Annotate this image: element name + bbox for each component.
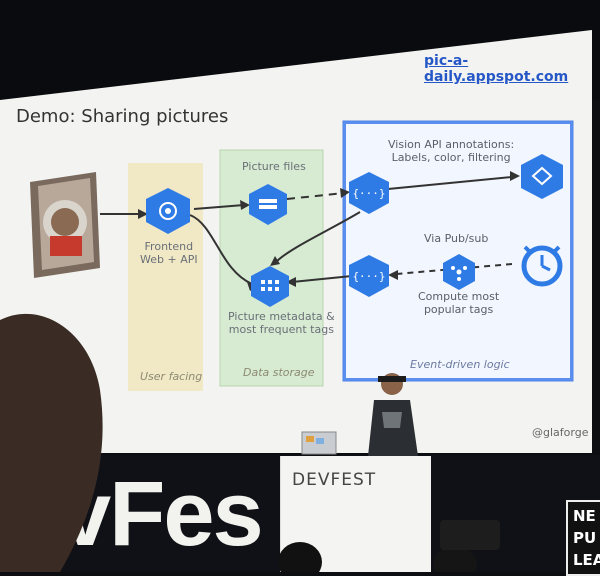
frontend-icon	[146, 188, 190, 234]
side-banner-text: NE PU LEA	[573, 507, 600, 569]
user-photo	[30, 172, 100, 278]
svg-text:{···}: {···}	[352, 270, 385, 283]
slide-handle: @glaforge	[532, 426, 589, 439]
slide-url[interactable]: pic-a-daily.appspot.com	[424, 53, 569, 85]
datastore-icon	[251, 266, 289, 307]
arrow-function-vision	[387, 176, 513, 190]
compute-tags-label: Compute most popular tags	[418, 290, 500, 316]
scheduler-icon	[521, 245, 563, 287]
pubsub-icon	[443, 254, 475, 290]
projected-slide: {···} {···}	[0, 30, 592, 453]
arrow-heads	[138, 171, 520, 291]
function-icon: {···}	[349, 172, 389, 214]
podium-label: DEVFEST	[292, 470, 377, 490]
picture-files-label: Picture files	[242, 160, 306, 173]
arrow-function-metadata	[275, 211, 361, 263]
slide-title: Demo: Sharing pictures	[16, 106, 229, 127]
picture-metadata-label: Picture metadata & most frequent tags	[228, 310, 335, 336]
audience-head-left	[0, 313, 103, 572]
storage-icon	[249, 184, 287, 225]
frontend-label: Frontend Web + API	[140, 240, 198, 266]
side-banner	[566, 500, 600, 576]
pubsub-label: Via Pub/sub	[424, 232, 489, 245]
stage-speaker-box	[440, 520, 500, 550]
audience-foreground	[0, 313, 500, 572]
arrow-frontend-storage	[193, 204, 245, 210]
vision-label: Vision API annotations: Labels, color, f…	[388, 138, 515, 164]
speaker	[368, 373, 418, 456]
vision-icon	[521, 154, 563, 199]
zone-data-storage-label: Data storage	[243, 366, 315, 379]
arrow-storage-function	[286, 192, 345, 200]
arrow-frontend-metadata	[189, 214, 253, 285]
audience-head-right	[433, 546, 477, 572]
audience-head-center	[278, 542, 322, 572]
laptop	[301, 431, 337, 455]
zone-user-facing-label: User facing	[140, 370, 203, 383]
svg-text:{···}: {···}	[352, 187, 385, 200]
function-icon: {···}	[349, 255, 389, 297]
zone-event-driven-label: Event-driven logic	[410, 358, 510, 371]
arrow-function2-metadata	[291, 275, 353, 283]
